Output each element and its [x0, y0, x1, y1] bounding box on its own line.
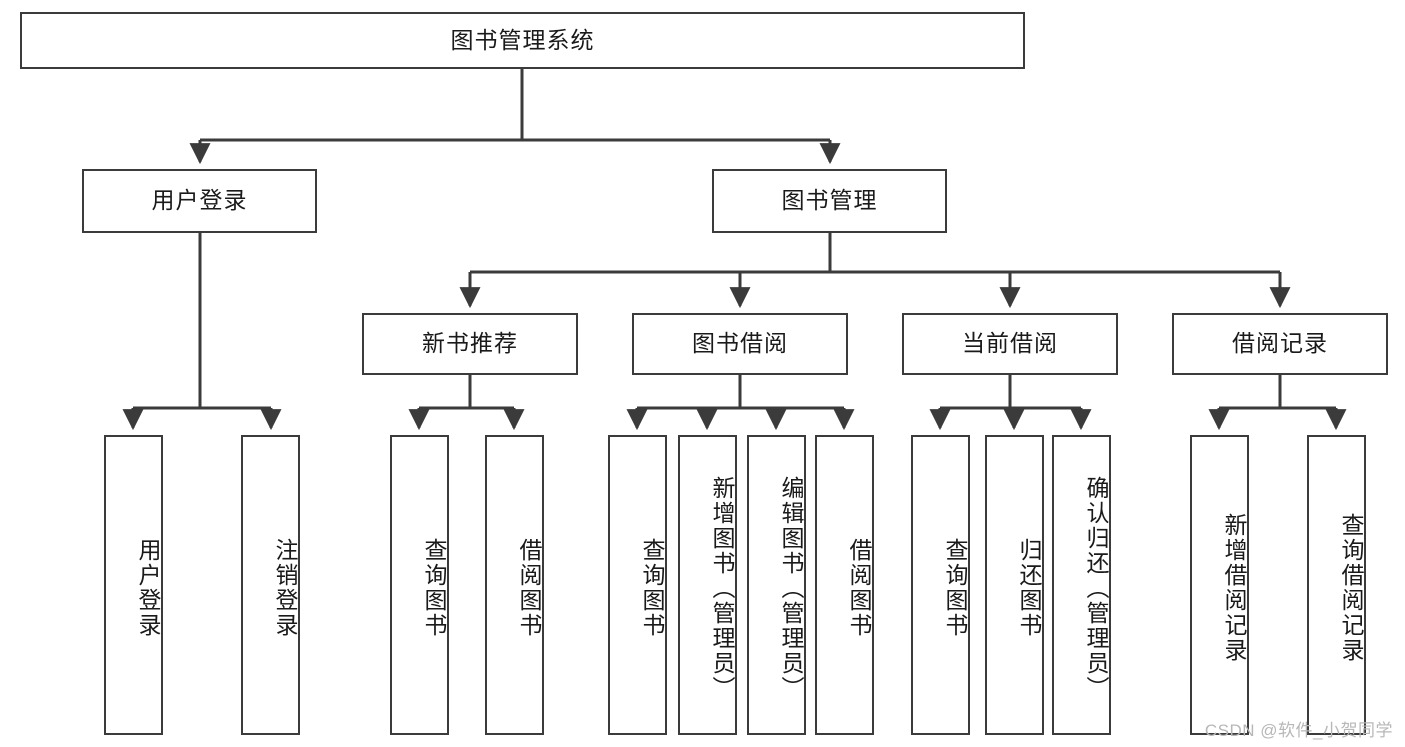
node-leaf-query-borrow-record[interactable]: 查询借阅记录 [1307, 435, 1366, 735]
node-leaf-query-book-borrow-label: 查询图书 [639, 538, 665, 638]
node-leaf-add-borrow-record[interactable]: 新增借阅记录 [1190, 435, 1249, 735]
node-leaf-borrow-book-rec[interactable]: 借阅图书 [485, 435, 544, 735]
node-leaf-return-book[interactable]: 归还图书 [985, 435, 1044, 735]
node-book-management[interactable]: 图书管理 [712, 169, 947, 233]
node-current-borrow[interactable]: 当前借阅 [902, 313, 1118, 375]
node-leaf-user-login[interactable]: 用户登录 [104, 435, 163, 735]
node-leaf-logout-login-label: 注销登录 [272, 538, 298, 638]
node-leaf-query-book-current-label: 查询图书 [942, 538, 968, 638]
node-new-book-recommend[interactable]: 新书推荐 [362, 313, 578, 375]
node-leaf-query-book-rec[interactable]: 查询图书 [390, 435, 449, 735]
node-leaf-query-book-current[interactable]: 查询图书 [911, 435, 970, 735]
node-leaf-add-book-admin[interactable]: 新增图书（管理员） [678, 435, 737, 735]
node-borrow-record-label: 借阅记录 [1232, 330, 1328, 357]
node-leaf-borrow-book-rec-label: 借阅图书 [516, 538, 542, 638]
node-leaf-edit-book-admin-label: 编辑图书（管理员） [778, 475, 804, 701]
node-leaf-add-borrow-record-label: 新增借阅记录 [1221, 513, 1247, 663]
node-user-login-label: 用户登录 [151, 187, 248, 214]
node-user-login[interactable]: 用户登录 [82, 169, 317, 233]
node-leaf-confirm-return-admin-label: 确认归还（管理员） [1083, 475, 1109, 701]
node-leaf-edit-book-admin[interactable]: 编辑图书（管理员） [747, 435, 806, 735]
node-root-label: 图书管理系统 [450, 26, 595, 53]
node-leaf-user-login-label: 用户登录 [135, 538, 161, 638]
node-leaf-borrow-book-label: 借阅图书 [846, 538, 872, 638]
node-new-book-recommend-label: 新书推荐 [422, 330, 518, 357]
node-leaf-query-book-rec-label: 查询图书 [421, 538, 447, 638]
node-current-borrow-label: 当前借阅 [962, 330, 1058, 357]
watermark-text: CSDN @软件_小贺同学 [1204, 721, 1393, 740]
node-leaf-query-borrow-record-label: 查询借阅记录 [1338, 513, 1364, 663]
node-leaf-add-book-admin-label: 新增图书（管理员） [709, 475, 735, 701]
node-book-borrow[interactable]: 图书借阅 [632, 313, 848, 375]
node-leaf-logout-login[interactable]: 注销登录 [241, 435, 300, 735]
node-leaf-return-book-label: 归还图书 [1016, 538, 1042, 638]
node-root[interactable]: 图书管理系统 [20, 12, 1025, 69]
node-book-borrow-label: 图书借阅 [692, 330, 788, 357]
node-book-management-label: 图书管理 [781, 187, 878, 214]
node-leaf-query-book-borrow[interactable]: 查询图书 [608, 435, 667, 735]
node-leaf-borrow-book[interactable]: 借阅图书 [815, 435, 874, 735]
node-borrow-record[interactable]: 借阅记录 [1172, 313, 1388, 375]
node-leaf-confirm-return-admin[interactable]: 确认归还（管理员） [1052, 435, 1111, 735]
